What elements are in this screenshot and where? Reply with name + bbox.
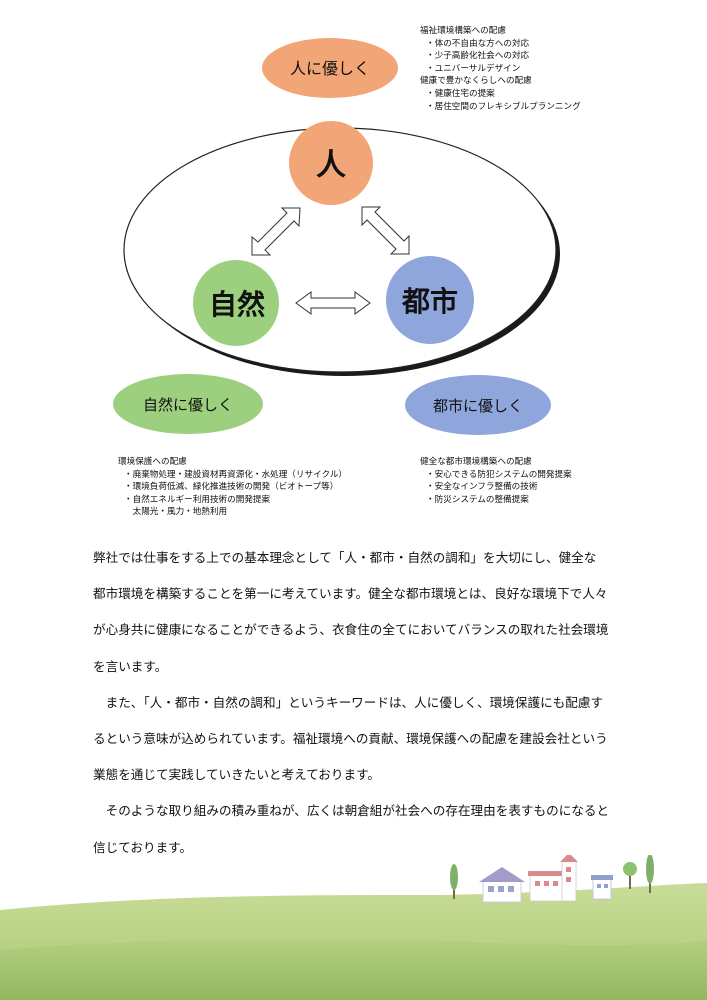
body-line: が心身共に健康になることができるよう、衣食住の全てにおいてバランスの取れた社会環…: [93, 612, 613, 648]
note-title: 健康で豊かなくらしへの配慮: [420, 75, 581, 88]
body-line: 業態を通じて実践していきたいと考えております。: [93, 757, 613, 793]
house-right: [591, 875, 613, 899]
note-title: 環境保護への配慮: [118, 456, 347, 469]
human-oval-label: 人に優しく: [290, 59, 370, 78]
note-item: ・居住空間のフレキシブルプランニング: [420, 101, 581, 114]
note-item: ・環境負荷低減、緑化推進技術の開発（ビオトープ等）: [118, 481, 347, 494]
tree-right-round: [623, 862, 637, 889]
body-line: を言います。: [93, 649, 613, 685]
note-title: 健全な都市環境構築への配慮: [420, 456, 572, 469]
note-item: ・廃棄物処理・建設資材再資源化・水処理（リサイクル）: [118, 469, 347, 482]
nature-oval-label: 自然に優しく: [143, 396, 233, 414]
philosophy-text: 弊社では仕事をする上での基本理念として「人・都市・自然の調和」を大切にし、健全な…: [93, 540, 613, 866]
house-tower: [560, 855, 578, 901]
note-item: ・安全なインフラ整備の技術: [420, 481, 572, 494]
note-item: 太陽光・風力・地熱利用: [118, 506, 347, 519]
body-line: 弊社では仕事をする上での基本理念として「人・都市・自然の調和」を大切にし、健全な: [93, 540, 613, 576]
body-line: また、「人・都市・自然の調和」というキーワードは、人に優しく、環境保護にも配慮す: [93, 685, 613, 721]
nature-label: 自然: [209, 288, 265, 321]
note-item: ・少子高齢化社会への対応: [420, 50, 581, 63]
human-label: 人: [316, 148, 346, 183]
human-notes: 福祉環境構築への配慮 ・体の不自由な方への対応 ・少子高齢化社会への対応 ・ユニ…: [420, 25, 581, 113]
note-item: ・防災システムの整備提案: [420, 494, 572, 507]
note-item: ・ユニバーサルデザイン: [420, 63, 581, 76]
harmony-diagram: 人 自然 都市 人に優しく 自然に優しく 都市に優しく: [0, 0, 707, 530]
body-line: 都市環境を構築することを第一に考えています。健全な都市環境とは、良好な環境下で人…: [93, 576, 613, 612]
house-middle: [528, 871, 566, 901]
body-line: るという意味が込められています。福祉環境への貢献、環境保護への配慮を建設会社とい…: [93, 721, 613, 757]
city-label: 都市: [401, 285, 458, 318]
note-item: ・健康住宅の提案: [420, 88, 581, 101]
nature-notes: 環境保護への配慮 ・廃棄物処理・建設資材再資源化・水処理（リサイクル） ・環境負…: [118, 456, 347, 519]
city-notes: 健全な都市環境構築への配慮 ・安心できる防犯システムの開発提案 ・安全なインフラ…: [420, 456, 572, 506]
front-hill: [0, 939, 707, 1000]
body-line: そのような取り組みの積み重ねが、広くは朝倉組が社会への存在理由を表すものになると: [93, 793, 613, 829]
note-item: ・安心できる防犯システムの開発提案: [420, 469, 572, 482]
note-title: 福祉環境構築への配慮: [420, 25, 581, 38]
landscape-illustration: [0, 855, 707, 1000]
note-item: ・体の不自由な方への対応: [420, 38, 581, 51]
city-oval-label: 都市に優しく: [433, 397, 523, 415]
tree-left: [450, 864, 458, 899]
house-left: [479, 867, 525, 902]
note-item: ・自然エネルギー利用技術の開発提案: [118, 494, 347, 507]
